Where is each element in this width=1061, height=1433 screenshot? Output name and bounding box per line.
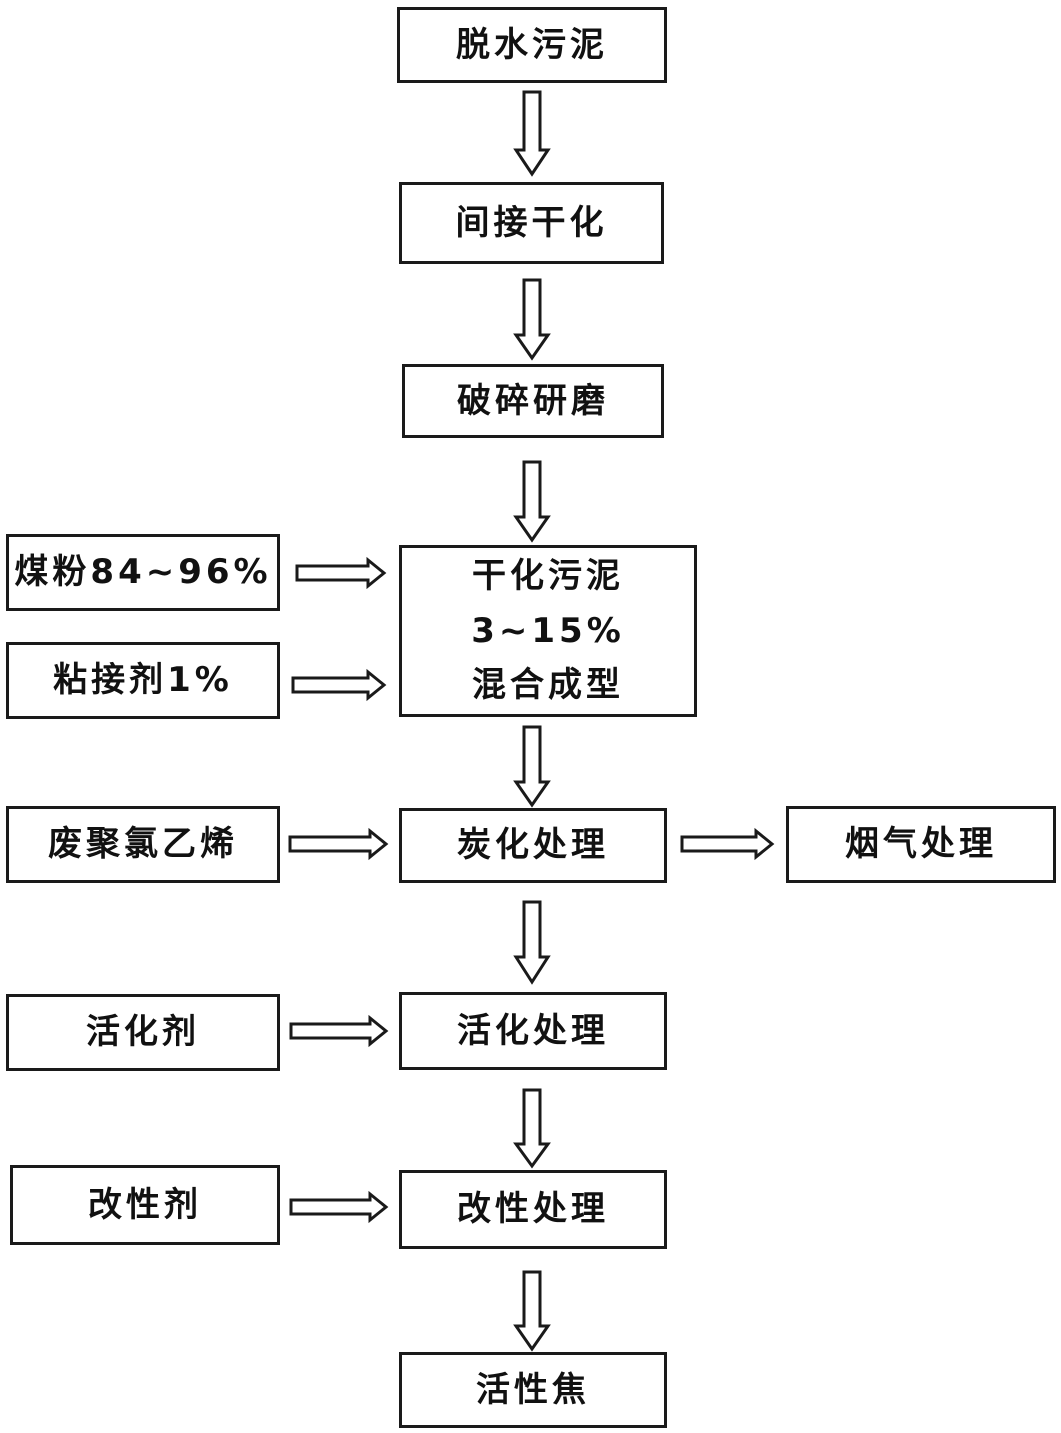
input-activator: 活化剂 bbox=[6, 994, 280, 1071]
step-label-line2: 混合成型 bbox=[472, 665, 624, 706]
down-arrow-1 bbox=[513, 90, 551, 177]
input-label: 废聚氯乙烯 bbox=[48, 824, 238, 865]
input-label: 活化剂 bbox=[86, 1012, 200, 1053]
step-mixing-forming: 干化污泥3~15% 混合成型 bbox=[399, 545, 697, 717]
output-label: 烟气处理 bbox=[845, 824, 997, 865]
step-crushing-grinding: 破碎研磨 bbox=[402, 364, 664, 438]
step-label: 脱水污泥 bbox=[456, 24, 608, 65]
input-label: 煤粉84~96% bbox=[14, 552, 272, 593]
right-arrow-flue bbox=[680, 827, 775, 861]
step-activated-coke: 活性焦 bbox=[399, 1352, 667, 1428]
step-label: 破碎研磨 bbox=[457, 380, 609, 421]
step-label: 炭化处理 bbox=[457, 825, 609, 866]
down-arrow-2 bbox=[513, 278, 551, 361]
input-binder: 粘接剂1% bbox=[6, 642, 280, 719]
step-carbonization: 炭化处理 bbox=[399, 808, 667, 883]
right-arrow-pvc bbox=[288, 827, 389, 861]
step-label: 间接干化 bbox=[455, 202, 608, 243]
step-label: 改性处理 bbox=[457, 1189, 609, 1230]
input-label: 粘接剂1% bbox=[53, 660, 233, 701]
right-arrow-activator bbox=[289, 1014, 389, 1048]
down-arrow-5 bbox=[513, 900, 551, 985]
input-waste-pvc: 废聚氯乙烯 bbox=[6, 806, 280, 883]
step-activation: 活化处理 bbox=[399, 992, 667, 1070]
step-label: 活性焦 bbox=[476, 1369, 590, 1410]
right-arrow-modifier bbox=[289, 1190, 389, 1224]
step-modification: 改性处理 bbox=[399, 1170, 667, 1249]
down-arrow-6 bbox=[513, 1088, 551, 1169]
down-arrow-7 bbox=[513, 1270, 551, 1352]
step-label: 活化处理 bbox=[457, 1010, 609, 1051]
down-arrow-4 bbox=[513, 725, 551, 808]
down-arrow-3 bbox=[513, 460, 551, 543]
input-modifier: 改性剂 bbox=[10, 1165, 280, 1245]
right-arrow-binder bbox=[291, 668, 387, 702]
step-dewatered-sludge: 脱水污泥 bbox=[397, 7, 667, 83]
input-label: 改性剂 bbox=[88, 1184, 202, 1225]
input-coal-powder: 煤粉84~96% bbox=[6, 534, 280, 611]
output-flue-gas-treatment: 烟气处理 bbox=[786, 806, 1056, 883]
step-label-line1: 干化污泥3~15% bbox=[471, 556, 625, 651]
right-arrow-coal bbox=[295, 556, 387, 590]
step-indirect-drying: 间接干化 bbox=[399, 182, 664, 264]
